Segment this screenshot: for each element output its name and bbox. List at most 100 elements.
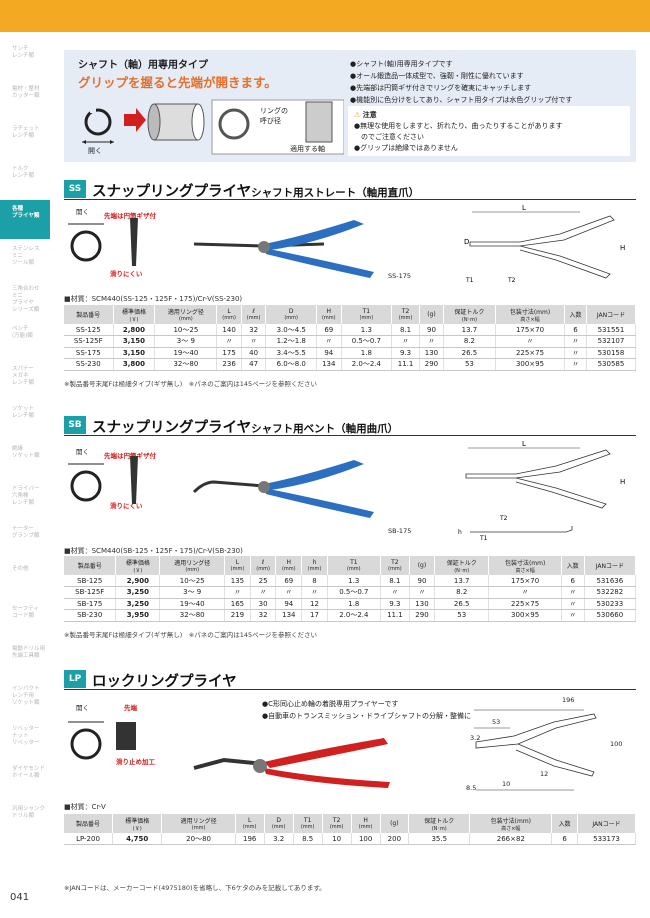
table-cell: 236 <box>216 358 242 371</box>
sidebar-item-label: 汎用シャンク <box>12 806 46 812</box>
table-cell: 1.2〜1.8 <box>265 335 318 348</box>
open-label: 開く <box>76 704 89 712</box>
sidebar-item[interactable]: サンチレンチ類 <box>0 40 50 80</box>
column-header: JANコード <box>584 556 637 575</box>
sidebar-item[interactable]: ナーターグランプ類 <box>0 520 50 560</box>
svg-text:L: L <box>522 440 526 448</box>
sidebar-item-label: レンチ類 <box>12 133 35 139</box>
table-cell: 〃 <box>419 335 444 348</box>
table-cell: 3〜 9 <box>159 586 226 599</box>
model-label: SS-175 <box>388 272 412 280</box>
sb-illustration <box>68 456 374 518</box>
table-cell: 32 <box>250 609 277 622</box>
table-cell: 2.0〜2.4 <box>341 358 393 371</box>
column-header-line: (mm) <box>179 316 193 322</box>
column-header-line: (mm) <box>300 824 315 830</box>
sidebar-item[interactable]: 各種プライヤ類 <box>0 200 50 240</box>
table-cell: 19〜40 <box>159 598 226 610</box>
svg-text:T2: T2 <box>499 515 508 522</box>
ring-label-2: 呼び径 <box>260 117 281 125</box>
table-cell: 2,900 <box>115 575 161 587</box>
section-badge: SS <box>64 180 86 198</box>
table-cell: SS-125 <box>64 324 114 336</box>
column-header: 包装寸法(mm)高さ×幅 <box>495 305 566 324</box>
sidebar-item[interactable]: その他 <box>0 560 50 600</box>
sidebar-item[interactable]: リベッターナットリベッター <box>0 720 50 760</box>
sidebar-item-label: ソケット <box>12 406 35 412</box>
column-header-line: 高さ×幅 <box>501 825 521 832</box>
spec-table-lp: 製品番号標準価格(￥)適用リング径(mm)L(mm)D(mm)T1(mm)T2(… <box>64 814 636 845</box>
dim-12: 12 <box>540 770 549 778</box>
sidebar-item[interactable]: 汎用シャンクドリル類 <box>0 800 50 840</box>
sidebar-item[interactable]: ドライバー六角棒レンチ類 <box>0 480 50 520</box>
section-header-sb: SB スナップリングプライヤシャフト用ベント（軸用曲爪） <box>64 414 636 436</box>
column-header-line: 入数 <box>566 563 579 570</box>
table-cell: 531636 <box>584 575 637 587</box>
column-header: D(mm) <box>264 814 294 833</box>
table-cell: 219 <box>224 609 251 622</box>
table-cell: SS-125F <box>64 335 114 348</box>
column-header: T1(mm) <box>327 556 381 575</box>
dim-196: 196 <box>562 696 575 704</box>
column-header: H(mm) <box>275 556 303 575</box>
column-header-line: (mm) <box>230 566 245 572</box>
column-header-line: (N･m) <box>461 316 477 323</box>
column-header-line: D <box>288 308 294 315</box>
table-cell: 8.1 <box>380 575 410 587</box>
dim-3-2: 3.2 <box>470 734 481 742</box>
sidebar-item[interactable]: ソケットレンチ類 <box>0 400 50 440</box>
sidebar-item-label: 電動ドリル用 <box>12 646 46 652</box>
column-header-line: 保証トルク <box>424 817 455 825</box>
column-header-line: (mm) <box>358 824 373 830</box>
sidebar-item-label: 絶縁 <box>12 446 24 452</box>
table-cell: 6.0〜8.0 <box>265 358 318 371</box>
open-label: 開く <box>76 208 89 216</box>
material-sb: ■材質：SCM440(SB-125・125F・175)/Cr-V(SB-230) <box>64 547 243 555</box>
table-cell: SS-230 <box>64 358 114 371</box>
table-cell: 〃 <box>380 586 410 599</box>
table-cell: 4,750 <box>112 833 163 845</box>
table-cell: 90 <box>409 575 436 587</box>
column-header-line: 製品番号 <box>77 563 102 570</box>
ss-dimension-drawing: L D H T1 T2 <box>464 204 625 284</box>
table-cell: 225×75 <box>488 598 562 610</box>
column-header: (g) <box>419 305 444 324</box>
section-title: スナップリングプライヤ <box>92 420 252 436</box>
svg-text:D: D <box>464 238 469 246</box>
column-header-line: (mm) <box>281 566 296 572</box>
table-cell: 3,150 <box>113 347 156 359</box>
sidebar-item[interactable]: スパナーメガネレンチ類 <box>0 360 50 400</box>
sidebar-item[interactable]: 三角合わせミニプライヤシリーズ類 <box>0 280 50 320</box>
section-title: スナップリングプライヤ <box>92 184 252 200</box>
sidebar-item-label: ホイール類 <box>12 773 40 779</box>
sidebar-item[interactable]: トルクレンチ類 <box>0 160 50 200</box>
sidebar-item[interactable]: セーフティコード類 <box>0 600 50 640</box>
table-cell: 69 <box>275 575 303 587</box>
table-cell: 25 <box>250 575 277 587</box>
sidebar-item[interactable]: インパクトレンチ用ソケット類 <box>0 680 50 720</box>
table-cell: 〃 <box>564 347 587 359</box>
column-header: 適用リング径(mm) <box>161 814 236 833</box>
sidebar-item[interactable]: 電材・整材カッター類 <box>0 80 50 120</box>
svg-text:T2: T2 <box>507 277 516 284</box>
table-cell: 175×70 <box>495 324 566 336</box>
lp-dimension-drawing <box>474 709 597 791</box>
spec-table-sb: 製品番号標準価格(￥)適用リング径(mm)L(mm)ℓ(mm)H(mm)h(mm… <box>64 556 637 622</box>
sidebar-item[interactable]: ラチェットレンチ類 <box>0 120 50 160</box>
sidebar-item-label: リベッター <box>12 726 40 732</box>
column-header: 入数 <box>564 305 587 324</box>
footer-note: ※JANコードは、メーカーコード(4975180)を省略し、下6ケタのみを記載し… <box>64 884 326 892</box>
hero-bullet: ●先端部は円筒ギザ付きでリングを確実にキャッチします <box>350 84 532 92</box>
sidebar-item[interactable]: 絶縁ソケット類 <box>0 440 50 480</box>
sidebar-item-label: シリーズ類 <box>12 307 40 313</box>
sidebar-item[interactable]: 電動ドリル用先端工具類 <box>0 640 50 680</box>
sidebar-item[interactable]: ステンレスミニツール類 <box>0 240 50 280</box>
sidebar-item[interactable]: ダイヤモンドホイール類 <box>0 760 50 800</box>
table-cell: 69 <box>316 324 342 336</box>
column-header-line: (mm) <box>185 567 200 573</box>
sidebar-item[interactable]: ペンチ(万能)類 <box>0 320 50 360</box>
table-cell: 35.5 <box>408 833 471 845</box>
